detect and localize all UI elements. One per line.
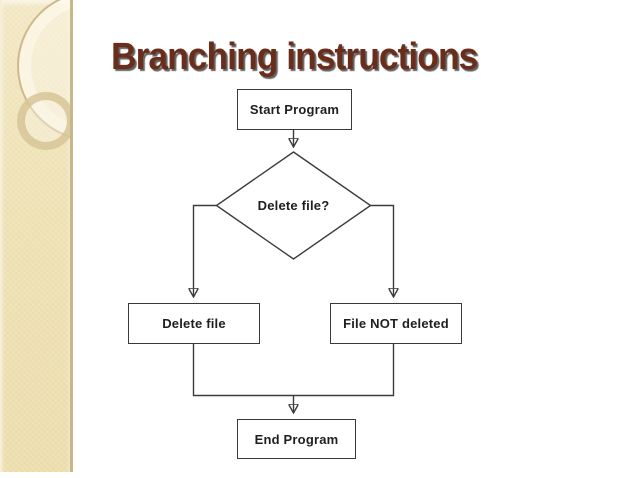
decorative-sidebar xyxy=(0,0,73,472)
flow-node-end-label: End Program xyxy=(254,431,339,447)
slide-title: Branching instructions xyxy=(111,36,478,78)
flow-node-start: Start Program xyxy=(237,89,352,130)
decorative-ring xyxy=(17,92,70,150)
flow-node-file-not-deleted: File NOT deleted xyxy=(330,303,462,344)
flow-node-delete-file: Delete file xyxy=(128,303,260,344)
flow-node-end: End Program xyxy=(237,419,356,459)
flow-node-decision-text: Delete file? xyxy=(257,197,330,213)
flow-node-decision-label: Delete file? xyxy=(230,193,357,217)
decision-diamond-shape xyxy=(215,151,372,260)
flow-node-start-label: Start Program xyxy=(249,102,340,117)
flow-node-file-not-deleted-label: File NOT deleted xyxy=(343,316,449,331)
flow-node-delete-file-label: Delete file xyxy=(162,316,226,331)
